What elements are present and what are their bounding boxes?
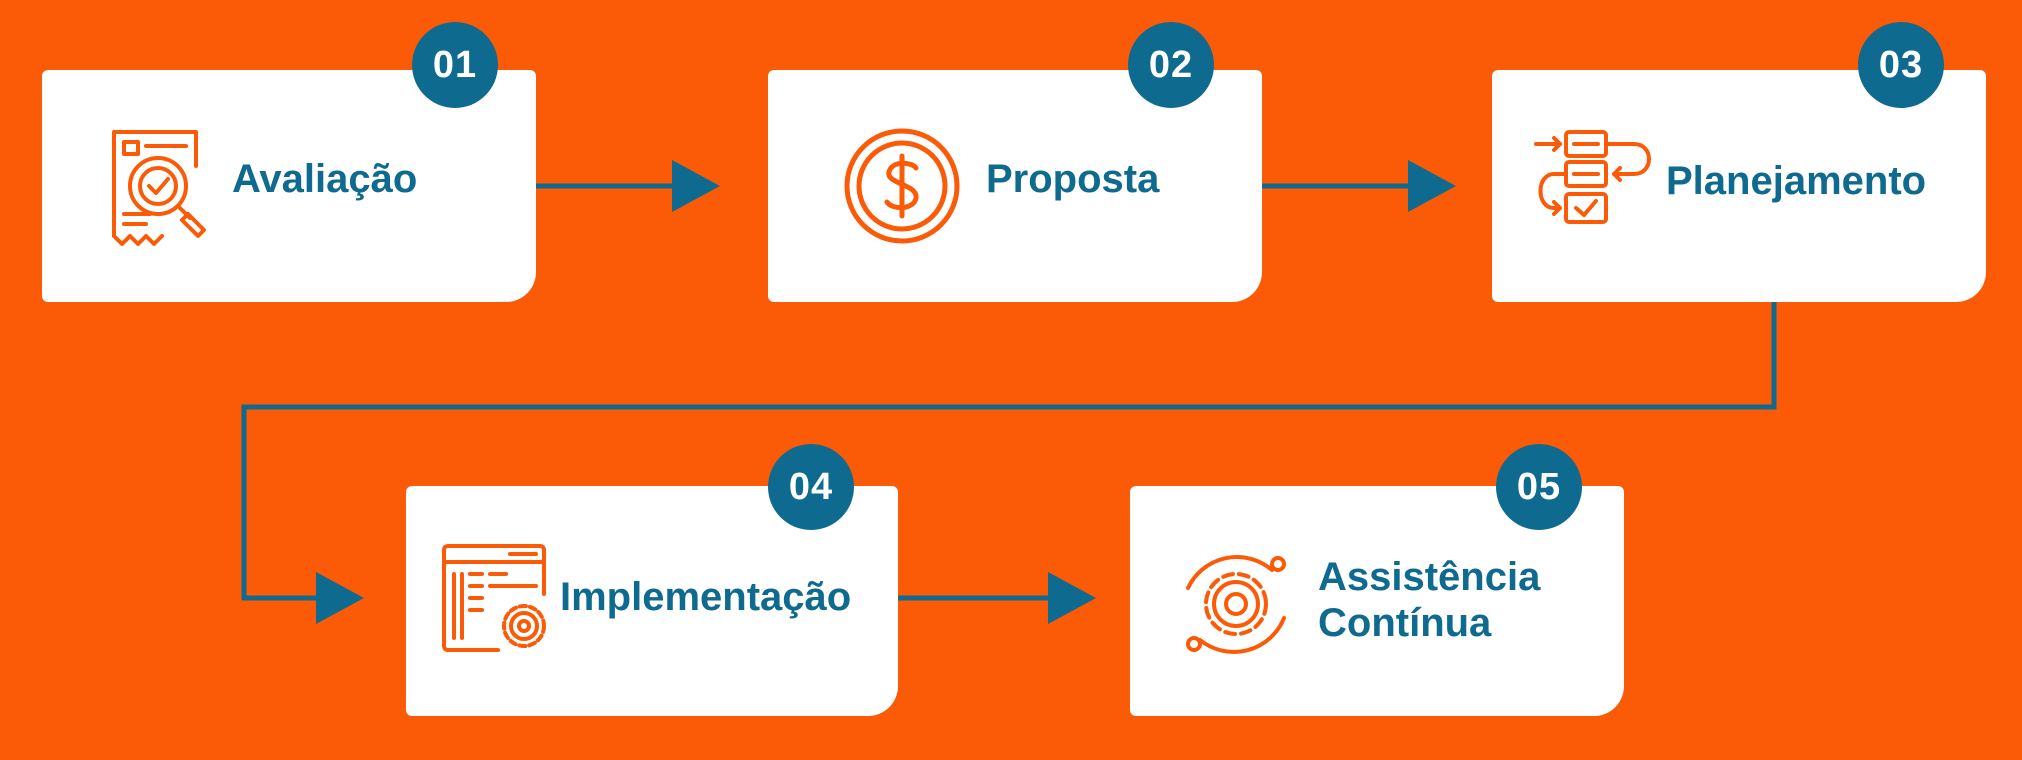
step-number-badge-2: 02 xyxy=(1128,22,1214,108)
step-label-2: Proposta xyxy=(986,157,1160,201)
step-card-3: Planejamento xyxy=(1492,70,1986,302)
workflow-icon xyxy=(1534,130,1651,224)
document-search-icon xyxy=(112,130,206,246)
settings-window-icon xyxy=(442,544,546,652)
step-label-1: Avaliação xyxy=(232,157,418,201)
connector-3-4 xyxy=(241,300,1777,601)
dollar-circle-icon xyxy=(844,128,960,244)
arrow-head-3 xyxy=(316,572,364,624)
step-number-badge-1: 01 xyxy=(412,22,498,108)
step-label-5-line-1: Assistência xyxy=(1318,555,1541,599)
step-number-badge-3: 03 xyxy=(1858,22,1944,108)
step-label-3: Planejamento xyxy=(1666,159,1927,203)
gear-cycle-icon xyxy=(1186,555,1286,654)
step-label-5: Assistência Contínua xyxy=(1318,554,1540,646)
step-card-1: Avaliação xyxy=(42,70,536,302)
step-label-4: Implementação xyxy=(560,575,852,619)
arrow-head-2 xyxy=(1408,160,1456,212)
arrow-head-4 xyxy=(1048,572,1096,624)
step-number-badge-4: 04 xyxy=(768,444,854,530)
arrow-head-1 xyxy=(672,160,720,212)
step-number-badge-5: 05 xyxy=(1496,444,1582,530)
step-label-5-line-2: Contínua xyxy=(1318,601,1492,645)
step-card-2: Proposta xyxy=(768,70,1262,302)
